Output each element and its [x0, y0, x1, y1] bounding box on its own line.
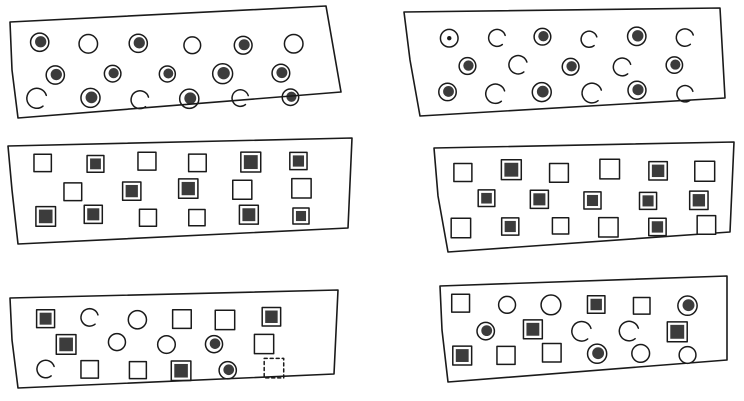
card-bottom-right-circle-empty-symbol — [632, 345, 650, 363]
card-middle-left-square-empty-symbol — [64, 183, 82, 201]
card-bottom-left-circle-empty-symbol — [108, 334, 125, 351]
card-top-left-circle-empty-symbol — [184, 37, 201, 54]
card-middle-right-square-empty-symbol — [552, 218, 568, 234]
card-bottom-right-circle-empty-symbol — [679, 347, 696, 364]
card-bottom-right-square-empty-symbol — [497, 346, 515, 364]
card-bottom-left-circle-empty-symbol — [158, 336, 176, 354]
card-middle-right-square-empty-symbol — [454, 163, 472, 181]
card-middle-left-square-empty-symbol — [189, 154, 207, 172]
card-bottom-right-circle-empty-symbol — [541, 295, 561, 315]
card-top-left-circle-empty-symbol — [284, 34, 303, 53]
card-middle-left-square-empty-symbol — [138, 152, 156, 170]
card-bottom-left-square-empty-symbol — [254, 334, 273, 353]
card-bottom-left-circle-empty-symbol — [128, 311, 146, 329]
card-bottom-right-square-empty-symbol — [633, 298, 650, 315]
card-bottom-left-square-empty-symbol — [215, 310, 234, 329]
card-bottom-right-circle-empty-symbol — [499, 296, 516, 313]
card-middle-left-square-empty-symbol — [233, 180, 252, 199]
card-middle-right-square-empty-symbol — [599, 218, 618, 237]
card-bottom-left-square-empty-symbol — [173, 310, 192, 329]
card-bottom-left-square-empty-symbol — [129, 362, 146, 379]
card-middle-left-square-empty-symbol — [292, 179, 311, 198]
card-bottom-right-square-empty-symbol — [452, 294, 470, 312]
card-middle-right-square-empty-symbol — [600, 159, 620, 179]
card-middle-right-square-empty-symbol — [697, 216, 716, 235]
card-middle-left-square-empty-symbol — [34, 154, 51, 171]
card-top-left-circle-empty-symbol — [79, 35, 98, 54]
card-middle-right-square-empty-symbol — [451, 218, 470, 237]
card-middle-left-square-empty-symbol — [139, 209, 156, 226]
card-bottom-right-square-empty-symbol — [542, 343, 561, 362]
card-middle-left-square-empty-symbol — [189, 209, 205, 225]
card-bottom-left-square-empty-symbol — [81, 361, 98, 378]
card-middle-right-square-empty-symbol — [550, 163, 569, 182]
card-middle-right-square-empty-symbol — [695, 161, 715, 181]
